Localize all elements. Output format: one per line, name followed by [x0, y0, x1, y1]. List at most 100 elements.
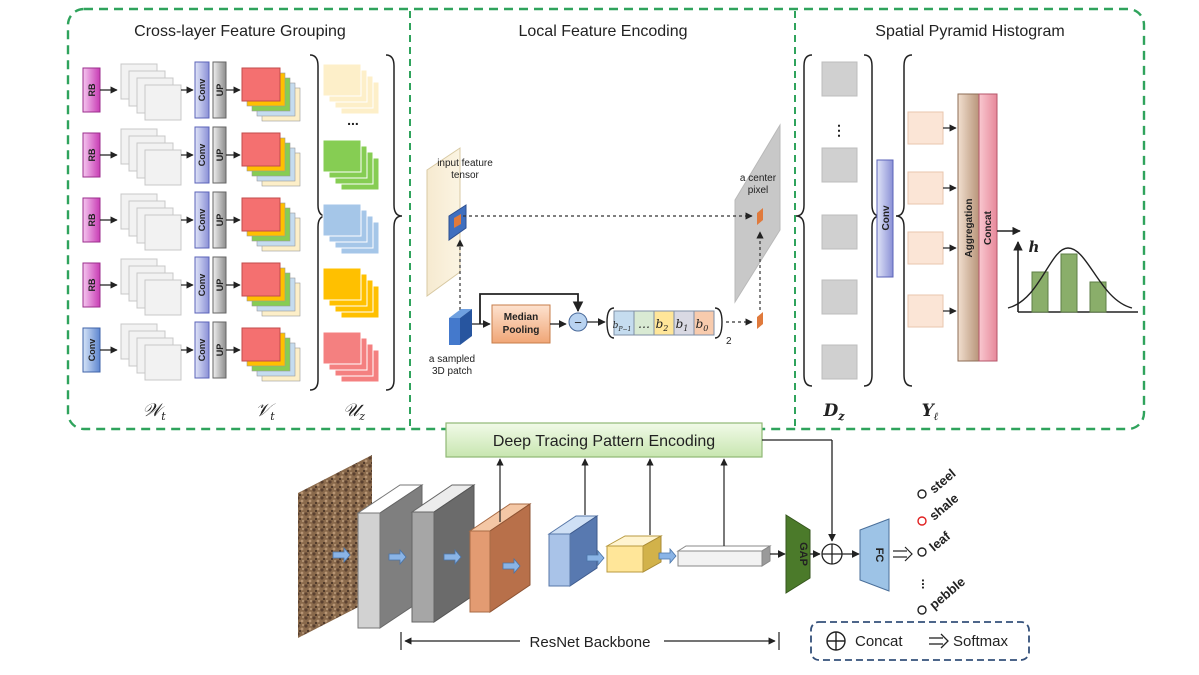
w-feature-map [144, 344, 182, 381]
concat-block [978, 93, 998, 362]
label-y: Yℓ [922, 401, 939, 423]
row-input-label: RB [87, 278, 97, 291]
row-input-label: RB [87, 83, 97, 96]
concat-block-label: Concat [983, 210, 994, 245]
class-label: shale [926, 490, 961, 523]
v-feature-map-front [241, 132, 281, 167]
flow-arrow [332, 546, 351, 564]
bit-cell: b0 [693, 310, 715, 336]
layer-5 [605, 535, 663, 573]
bit-cell: b2 [653, 310, 675, 336]
w-feature-map [144, 279, 182, 316]
class-node [917, 605, 927, 615]
row-input-label: Conv [87, 339, 97, 362]
up-label: UP [215, 344, 225, 357]
conv-layer [194, 321, 210, 379]
d-cell [821, 61, 858, 97]
d-column [821, 61, 858, 380]
cluster-map [322, 267, 362, 301]
backbone-label: ResNet Backbone [530, 634, 651, 651]
hist-curve [1007, 247, 1133, 309]
up-label: UP [215, 279, 225, 292]
conv-label: Conv [197, 274, 207, 297]
cluster-map [322, 139, 362, 173]
class-output: ... [919, 579, 934, 590]
dtpe-box [445, 422, 763, 458]
dtpe-label: Deep Tracing Pattern Encoding [493, 433, 715, 450]
y-cell [907, 171, 944, 205]
center-label-2: pixel [748, 185, 769, 196]
up-label: UP [215, 214, 225, 227]
bit-label: bP−1 [613, 321, 632, 333]
flow-arrow [586, 549, 605, 567]
w-feature-map [144, 149, 182, 186]
legend: Concat Softmax [810, 621, 1030, 661]
grouping-row: RB Conv UP [82, 256, 301, 317]
cluster-map [322, 63, 362, 97]
pyramid-conv-label: Conv [881, 205, 892, 230]
softmax-arrow [893, 546, 913, 562]
conv-label: Conv [197, 339, 207, 362]
input-image [298, 455, 372, 638]
v-feature-map-front [241, 197, 281, 232]
center-label-1: a center [740, 173, 777, 184]
title-grouping: Cross-layer Feature Grouping [134, 23, 346, 40]
bit-label: b1 [676, 317, 689, 333]
title-pyramid: Spatial Pyramid Histogram [875, 23, 1064, 40]
title-encoding: Local Feature Encoding [519, 23, 688, 40]
bit-cell: … [633, 310, 655, 336]
bits-paren-right [714, 307, 723, 339]
subtract-symbol: − [574, 315, 582, 330]
input-feature-tensor [426, 147, 467, 297]
concat-node [821, 543, 843, 565]
legend-concat-label: Concat [855, 633, 903, 650]
conv-label: Conv [197, 209, 207, 232]
conv-layer [194, 126, 210, 184]
aggregation-label: Aggregation [964, 199, 975, 258]
flow-arrow [388, 548, 407, 566]
brace-y-left [895, 54, 913, 387]
bit-cell: b1 [673, 310, 695, 336]
flow-arrow [658, 547, 677, 565]
label-v: 𝒱t [255, 400, 276, 423]
output-pixel [757, 312, 763, 329]
label-w: 𝒲t [142, 400, 166, 423]
cluster-ellipsis: ... [347, 112, 359, 128]
patch-label-2: 3D patch [432, 366, 472, 377]
pyramid-conv [876, 159, 894, 278]
patch-label-1: a sampled [429, 354, 475, 365]
cluster-stack [322, 267, 380, 319]
legend-softmax-label: Softmax [953, 633, 1009, 650]
conv-layer [194, 61, 210, 119]
d-dots: ⋮ [832, 122, 846, 138]
cluster-stack [322, 139, 380, 191]
d-cell [821, 344, 858, 380]
layer-2 [410, 484, 476, 623]
grouping-row: Conv Conv UP [82, 321, 301, 382]
cluster-stack [322, 63, 380, 115]
brace-d-left [795, 54, 813, 387]
row-input-label: RB [87, 148, 97, 161]
class-node [917, 547, 927, 557]
median-pooling-label-1: Median [504, 312, 538, 323]
class-label: steel [926, 466, 958, 497]
median-pooling-label-2: Pooling [503, 325, 540, 336]
hist-label: h [1029, 238, 1040, 256]
label-u: 𝒰z [343, 400, 365, 423]
flow-arrow [502, 557, 521, 575]
bits-paren-left [606, 307, 615, 339]
gap-label: GAP [797, 542, 809, 566]
up-label: UP [215, 149, 225, 162]
median-pooling-box [491, 304, 551, 344]
w-feature-map [144, 84, 182, 121]
u-clusters [322, 63, 380, 383]
class-ellipsis: ... [919, 579, 934, 590]
hist-bar-1 [1031, 271, 1049, 313]
hist-bar-3 [1089, 281, 1107, 313]
